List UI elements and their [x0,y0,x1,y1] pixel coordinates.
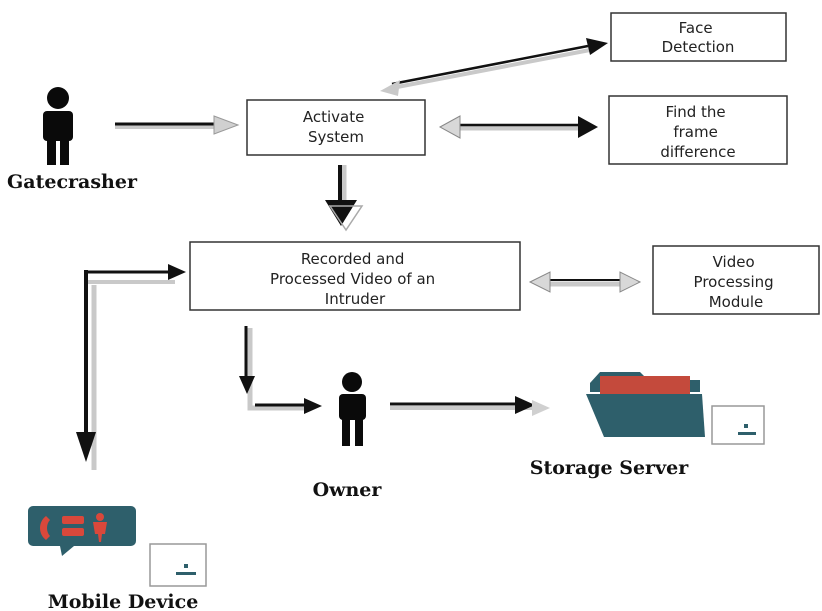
face-detection-box: Face Detection [610,12,787,62]
video-processing-label-line-2: Processing [694,273,774,291]
svg-text:Activate System: Activate System [303,108,369,146]
arrow-recorded-to-video-processing [528,271,642,293]
arrow-owner-to-storage [390,396,550,416]
recorded-video-label-line-1: Recorded and [301,250,405,268]
svg-text:Find the frame dif: Find the frame difference [660,103,735,161]
recorded-video-label-line-2: Processed Video of an [270,270,435,288]
face-detection-label-line-1: Face [679,19,713,37]
video-processing-label-line-1: Video [713,253,755,271]
svg-text:Face Detection: Face Detection [662,19,735,56]
video-processing-label-line-3: Module [709,293,764,311]
arrow-recorded-to-owner [239,326,322,414]
gatecrasher-person-icon [43,87,73,165]
recorded-video-label-line-3: Intruder [325,290,386,308]
owner-label: Owner [313,479,383,501]
arrow-activate-to-face-detection [380,38,608,96]
folder-server-icon [586,372,765,445]
owner-person-icon [339,372,366,446]
svg-text:Video Processing M: Video Processing Module [694,253,779,311]
arrow-activate-to-recorded [325,165,364,232]
frame-difference-label-line-3: difference [660,143,735,161]
face-detection-label-line-2: Detection [662,38,735,56]
arrow-gatecrasher-to-activate [115,115,240,135]
activate-system-label-line-1: Activate [303,108,364,126]
frame-difference-box: Find the frame difference [608,95,788,165]
arrow-recorded-to-mobile [76,264,186,470]
frame-difference-label-line-2: frame [673,123,717,141]
mobile-alert-icon [28,506,207,587]
mobile-device-label: Mobile Device [48,591,199,611]
arrow-activate-to-frame-difference [438,115,598,139]
activate-system-label-line-2: System [308,128,364,146]
frame-difference-label-line-1: Find the [666,103,726,121]
recorded-video-box: Recorded and Processed Video of an Intru… [189,241,521,311]
svg-text:Recorded and Processed V: Recorded and Processed Video of an Intru… [270,250,440,308]
video-processing-box: Video Processing Module [652,245,820,315]
gatecrasher-label: Gatecrasher [7,171,138,193]
storage-server-label: Storage Server [530,457,689,479]
activate-system-box: Activate System [246,99,426,156]
